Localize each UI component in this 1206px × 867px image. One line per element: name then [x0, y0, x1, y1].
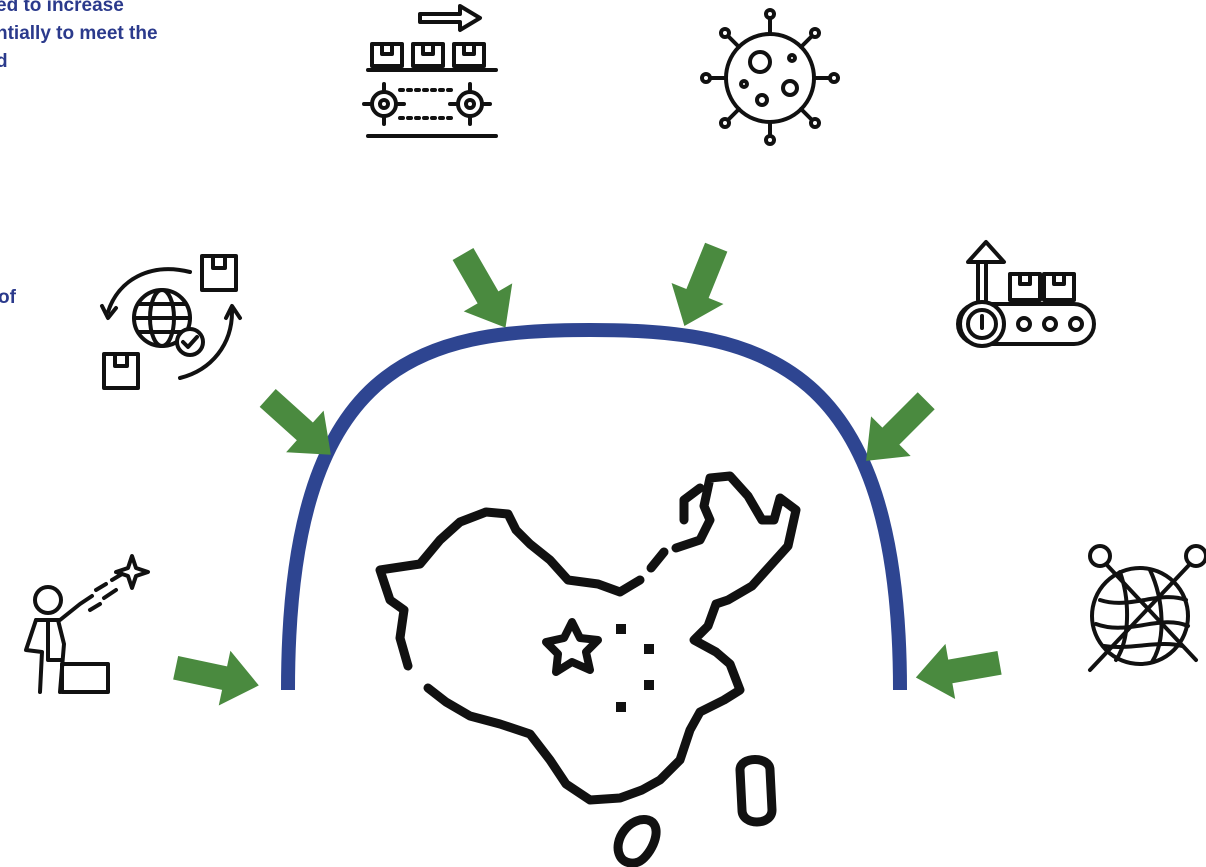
arrow-right-low: [915, 643, 1002, 700]
arrow-top-left: [452, 248, 513, 328]
caption-top-line-3: d: [0, 51, 8, 72]
caption-top: ed to increase ntially to meet the d: [0, 0, 158, 76]
production-increase-icon: [956, 240, 1096, 348]
arrow-left-mid: [259, 389, 331, 455]
caption-top-line-2: ntially to meet the: [0, 23, 158, 44]
china-map-icon: [375, 471, 801, 867]
global-logistics-icon: [100, 254, 242, 390]
visionary-leader-icon: [24, 554, 150, 694]
conveyor-production-icon: [362, 4, 498, 138]
caption-top-line-1: ed to increase: [0, 0, 124, 16]
virus-icon: [700, 8, 840, 146]
dome-arc: [281, 322, 907, 691]
no-knitting-icon: [1088, 544, 1206, 672]
arrow-right-mid: [866, 392, 935, 461]
arrow-left-low: [173, 650, 259, 706]
arrow-top-right: [671, 242, 728, 326]
caption-mid: of: [0, 287, 16, 308]
